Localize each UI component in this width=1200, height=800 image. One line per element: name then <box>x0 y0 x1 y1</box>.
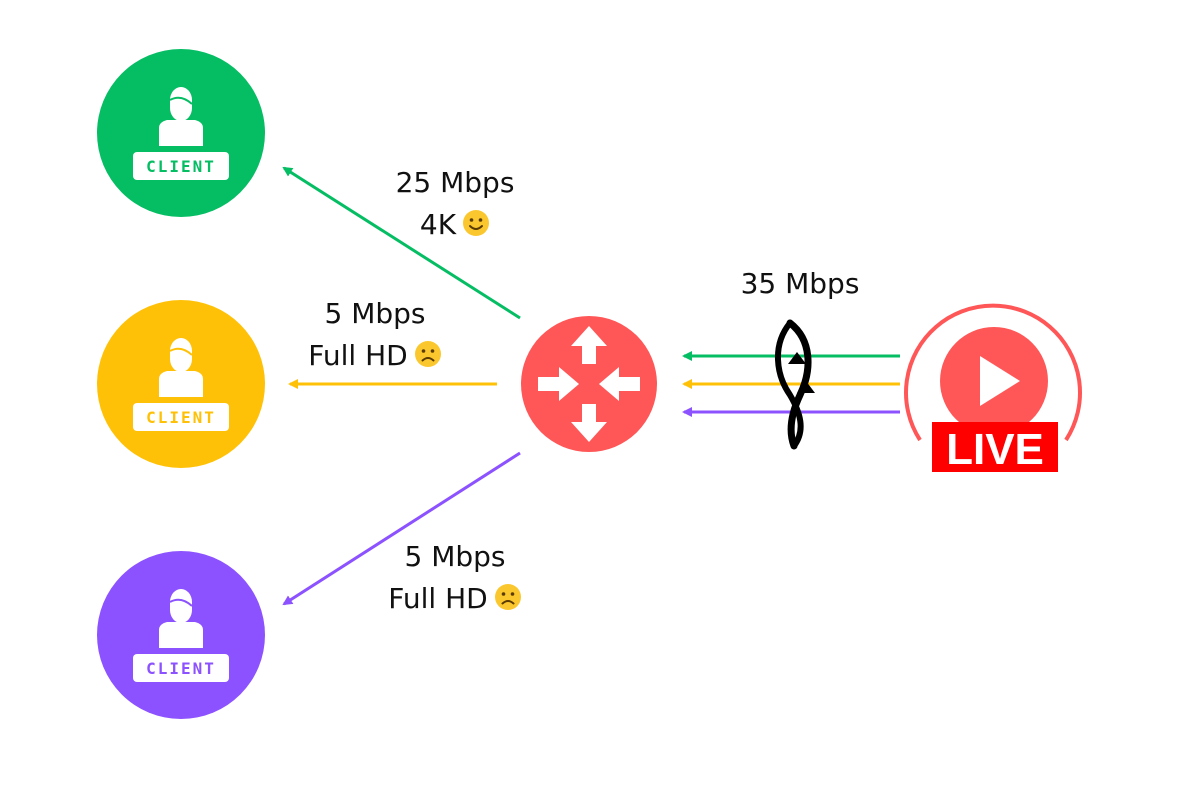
client-label: CLIENT <box>146 408 216 427</box>
uplink-label: 35 Mbps <box>710 263 890 305</box>
quality-text: 4K <box>419 208 457 241</box>
client-node-3: CLIENT <box>97 551 265 719</box>
quality-text: Full HD <box>308 339 408 372</box>
client-person-icon: CLIENT <box>133 86 229 180</box>
client-label: CLIENT <box>146 157 216 176</box>
sad-face-icon <box>494 584 521 610</box>
bandwidth-text: 5 Mbps <box>324 297 426 330</box>
live-source: LIVE <box>904 303 1082 474</box>
link-label-green: 25 Mbps 4K <box>360 162 550 246</box>
router-node <box>521 316 657 452</box>
client-person-icon: CLIENT <box>133 588 229 682</box>
happy-face-icon <box>463 210 490 236</box>
bandwidth-text: 35 Mbps <box>740 267 860 300</box>
client-label: CLIENT <box>146 659 216 678</box>
client-node-2: CLIENT <box>97 300 265 468</box>
quality-text: Full HD <box>388 582 488 615</box>
client-node-1: CLIENT <box>97 49 265 217</box>
live-badge <box>932 422 1058 472</box>
link-label-yellow: 5 Mbps Full HD <box>280 293 470 377</box>
sad-face-icon <box>414 341 441 367</box>
client-person-icon: CLIENT <box>133 337 229 431</box>
link-label-purple: 5 Mbps Full HD <box>360 536 550 620</box>
downlink-arrow-purple <box>282 451 521 606</box>
bundle-loop-icon <box>775 319 815 450</box>
router-arrows-icon <box>538 326 640 442</box>
downlink-arrow-green <box>282 166 521 320</box>
live-badge-text: LIVE <box>946 425 1044 474</box>
bandwidth-text: 5 Mbps <box>404 540 506 573</box>
play-icon <box>980 356 1020 406</box>
bandwidth-text: 25 Mbps <box>395 166 515 199</box>
